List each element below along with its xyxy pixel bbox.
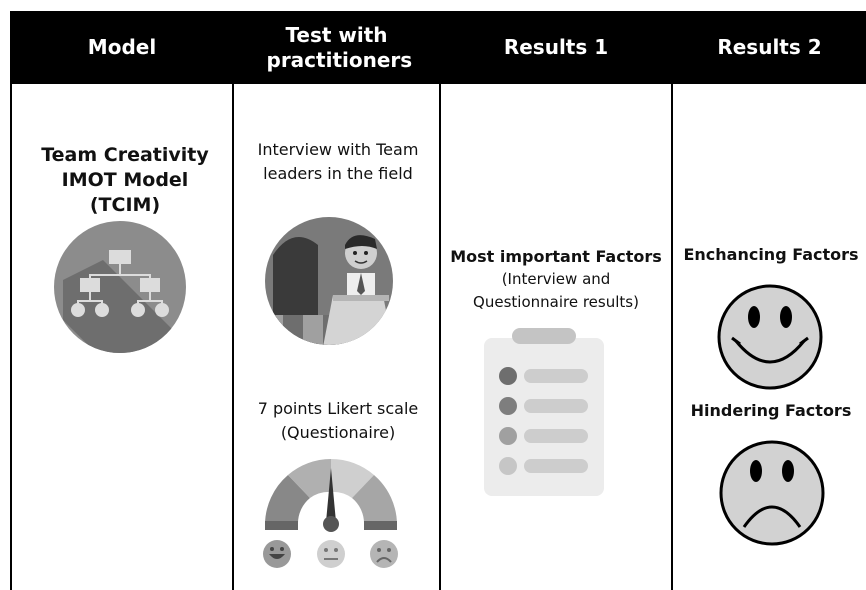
likert-text: 7 points Likert scale (Questionaire) <box>257 399 419 442</box>
clipboard-checklist-icon <box>484 328 604 496</box>
gauge-meter-icon <box>263 459 398 568</box>
results1-subtext: (Interview and Questionnaire results) <box>473 270 639 311</box>
column-divider <box>439 11 441 590</box>
header-results2-label: Results 2 <box>717 35 822 59</box>
smiley-face-icon <box>717 284 823 390</box>
enhancing-factors-label: Enchancing Factors <box>683 245 859 264</box>
column-divider <box>232 11 234 590</box>
header-test-label: Test with practitioners <box>266 22 413 72</box>
model-title: Team Creativity IMOT Model (TCIM) <box>41 144 209 216</box>
header-results1: Results 1 <box>441 11 671 84</box>
header-results1-label: Results 1 <box>503 35 609 59</box>
column-divider <box>10 11 12 590</box>
header-test: Test with practitioners <box>234 11 439 84</box>
column-divider <box>671 11 673 590</box>
header-model: Model <box>12 11 232 84</box>
interview-text: Interview with Team leaders in the field <box>257 140 419 183</box>
sad-face-icon <box>719 440 825 546</box>
header-model-label: Model <box>87 35 157 59</box>
hierarchy-org-chart-icon <box>54 221 186 353</box>
interview-person-icon <box>265 217 393 345</box>
results1-heading: Most important Factors <box>450 247 662 266</box>
hindering-factors-label: Hindering Factors <box>690 401 852 420</box>
header-results2: Results 2 <box>673 11 866 84</box>
